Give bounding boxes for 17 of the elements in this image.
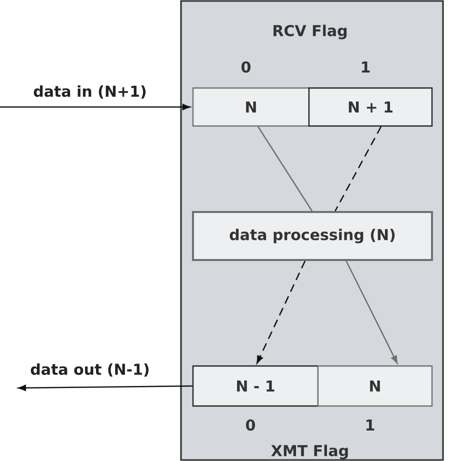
arrow: [256, 260, 306, 364]
buffer-cell: N: [317, 365, 433, 407]
arrow: [18, 384, 192, 391]
flag-bit: 1: [362, 62, 370, 72]
flag-bit: 1: [366, 420, 374, 430]
flag-label: XMT Flag: [271, 444, 348, 460]
buffer-cell: N: [192, 87, 310, 127]
buffer-cell: N - 1: [192, 365, 319, 407]
edge-label: data in (N+1): [34, 85, 146, 99]
arrow: [346, 260, 398, 364]
process-box: data processing (N): [192, 211, 433, 261]
flag-label: RCV Flag: [274, 24, 347, 40]
arrow: [0, 104, 190, 110]
edge-label: data out (N-1): [30, 363, 149, 377]
flag-bit: 0: [246, 419, 255, 431]
flag-bit: 0: [242, 61, 250, 73]
buffer-cell: N + 1: [308, 87, 433, 127]
